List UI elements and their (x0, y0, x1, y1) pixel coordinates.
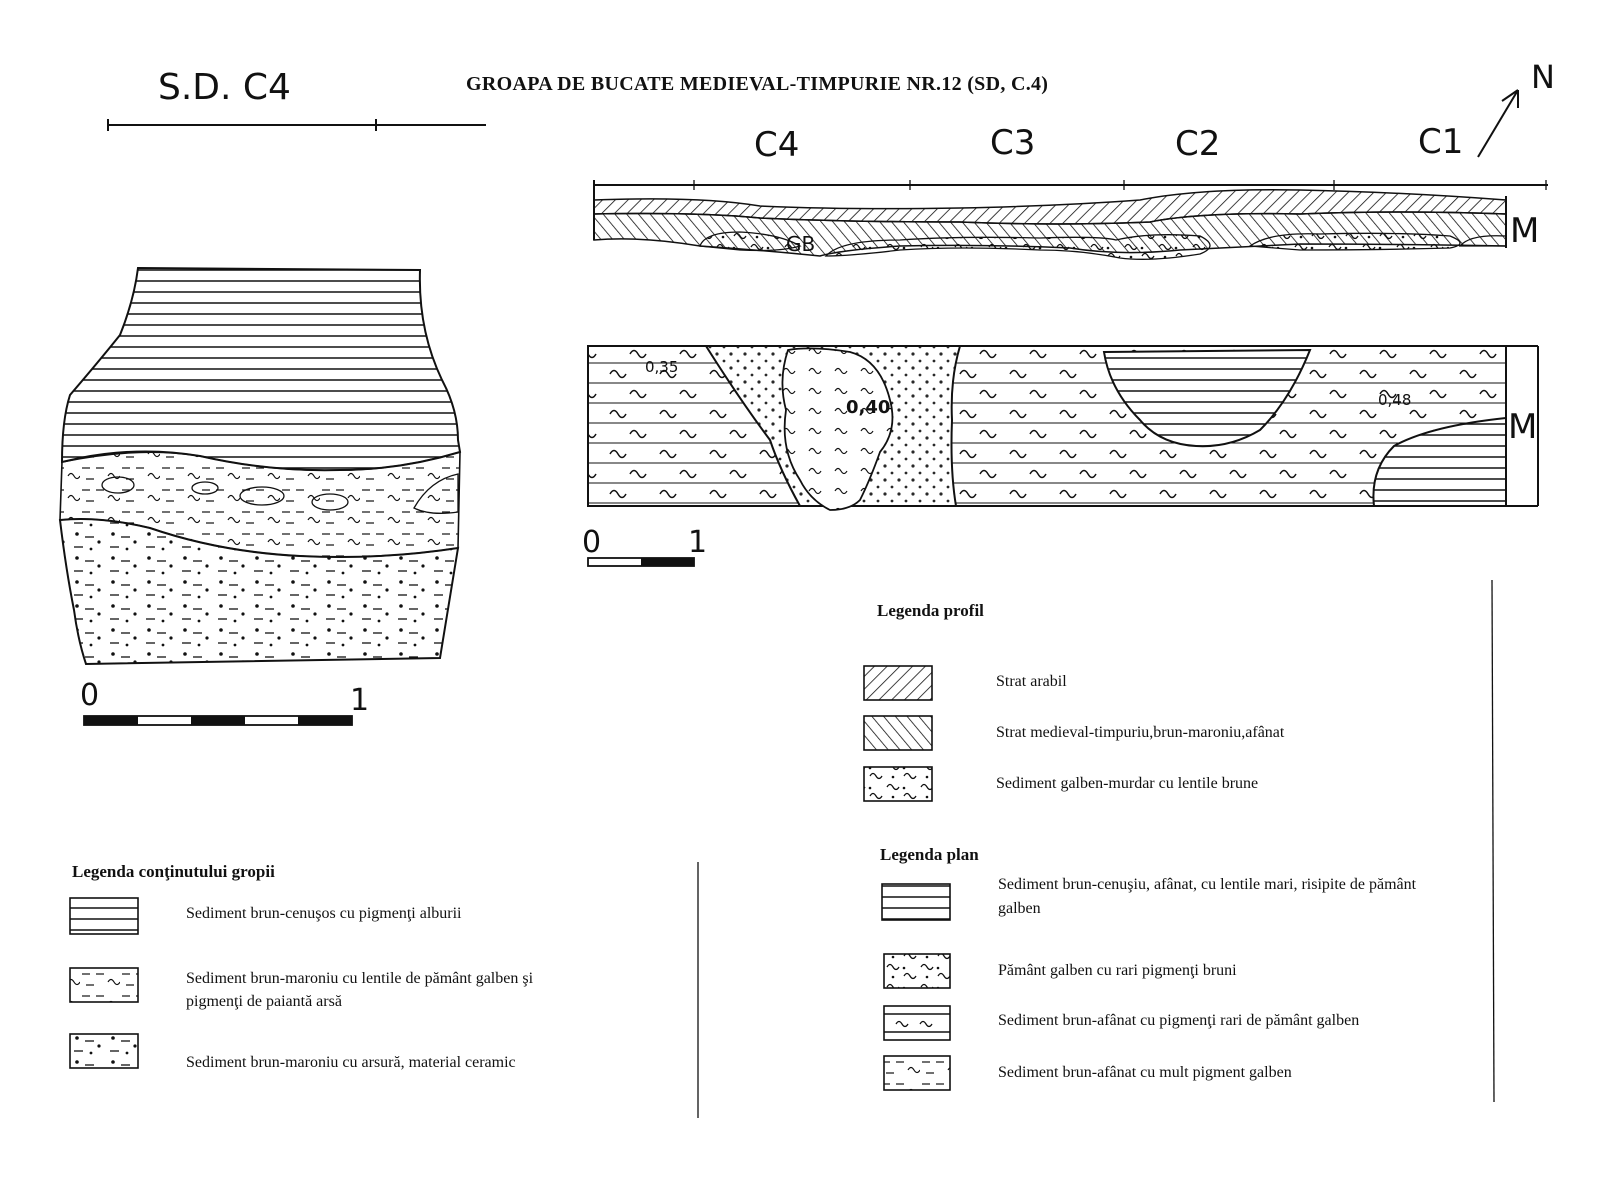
legend-plan-swatch-1 (881, 883, 951, 921)
pit-lower-fill (58, 518, 460, 666)
profile-section: GB M (593, 180, 1548, 260)
legend-profil-label-sediment: Sediment galben-murdar cu lentile brune (996, 775, 1258, 792)
legend-continut: Legenda conţinutului gropii Sediment bru… (69, 862, 534, 1071)
plan-scale-start: 0 (80, 678, 99, 713)
north-arrow: N (1477, 58, 1555, 158)
section-label-c3: C3 (990, 123, 1035, 163)
legend-plan-swatch-2 (883, 953, 951, 989)
legend-continut-title: Legenda conţinutului gropii (72, 862, 275, 881)
legend-continut-label-1: Sediment brun-cenuşos cu pigmenţi alburi… (186, 905, 462, 922)
legend-profil-swatch-medieval (863, 715, 933, 751)
legend-profil-label-arable: Strat arabil (996, 673, 1067, 690)
plan-strip-scale-bar: 0 1 (582, 525, 707, 567)
legend-plan-swatch-3 (883, 1005, 951, 1041)
legend-profil: Legenda profil Strat arabil Strat mediev… (863, 601, 1285, 802)
legend-plan-title: Legenda plan (880, 845, 979, 864)
plan-strip-marker: M (1508, 407, 1537, 447)
legend-plan-label-2: Pământ galben cu rari pigmenţi bruni (998, 962, 1237, 979)
pit-plan (58, 266, 462, 666)
plan-strip-scale-end: 1 (688, 525, 707, 560)
legend-continut-label-2a: Sediment brun-maroniu cu lentile de pămâ… (186, 970, 534, 987)
section-label-c4: C4 (754, 125, 799, 165)
plan-strip-depth-2: 0,40 (846, 397, 890, 418)
plan-strip-depth-3: 0,48 (1378, 391, 1411, 409)
profile-marker: M (1510, 211, 1539, 251)
plan-strip-scale-start: 0 (582, 525, 601, 560)
plan-scale-bar: 0 1 (80, 678, 369, 726)
legend-continut-label-3: Sediment brun-maroniu cu arsură, materia… (186, 1054, 516, 1071)
legend-continut-swatch-3 (69, 1033, 139, 1069)
legend-profil-swatch-sediment (863, 766, 933, 802)
legend-plan-label-3: Sediment brun-afânat cu pigmenţi rari de… (998, 1012, 1359, 1029)
legend-plan-label-1b: galben (998, 900, 1041, 917)
section-label-c2: C2 (1175, 124, 1220, 164)
pit-upper-fill (60, 266, 462, 472)
plan-strip: 0,35 0,40 0,48 M (587, 345, 1539, 511)
section-label-c1: C1 (1418, 122, 1463, 162)
legend-plan-label-1a: Sediment brun-cenuşiu, afânat, cu lentil… (998, 876, 1417, 893)
legend-profil-label-medieval: Strat medieval-timpuriu,brun-maroniu,afâ… (996, 724, 1285, 741)
legend-continut-label-2b: pigmenţi de paiantă arsă (186, 993, 342, 1010)
north-label: N (1531, 58, 1555, 96)
plan-reference-line (107, 119, 486, 131)
legend-profil-title: Legenda profil (877, 601, 984, 620)
legend-continut-swatch-2 (69, 967, 139, 1003)
profile-pit-label: GB (786, 232, 815, 256)
section-labels: C4 C3 C2 C1 (754, 122, 1463, 165)
plan-label: S.D. C4 (158, 67, 291, 108)
plan-scale-end: 1 (350, 683, 369, 718)
legend-continut-swatch-1 (69, 897, 139, 935)
legend-plan-label-4: Sediment brun-afânat cu mult pigment gal… (998, 1064, 1292, 1081)
drawing-title: GROAPA DE BUCATE MEDIEVAL-TIMPURIE NR.12… (466, 73, 1048, 95)
plan-strip-depth-1: 0,35 (645, 358, 678, 376)
plan-label-group: S.D. C4 (158, 67, 291, 108)
legend-plan-swatch-4 (883, 1055, 951, 1091)
legend-profil-swatch-arable (863, 665, 933, 701)
legend-plan: Legenda plan Sediment brun-cenuşiu, afân… (880, 845, 1417, 1091)
legend-divider-right (1491, 579, 1495, 1103)
